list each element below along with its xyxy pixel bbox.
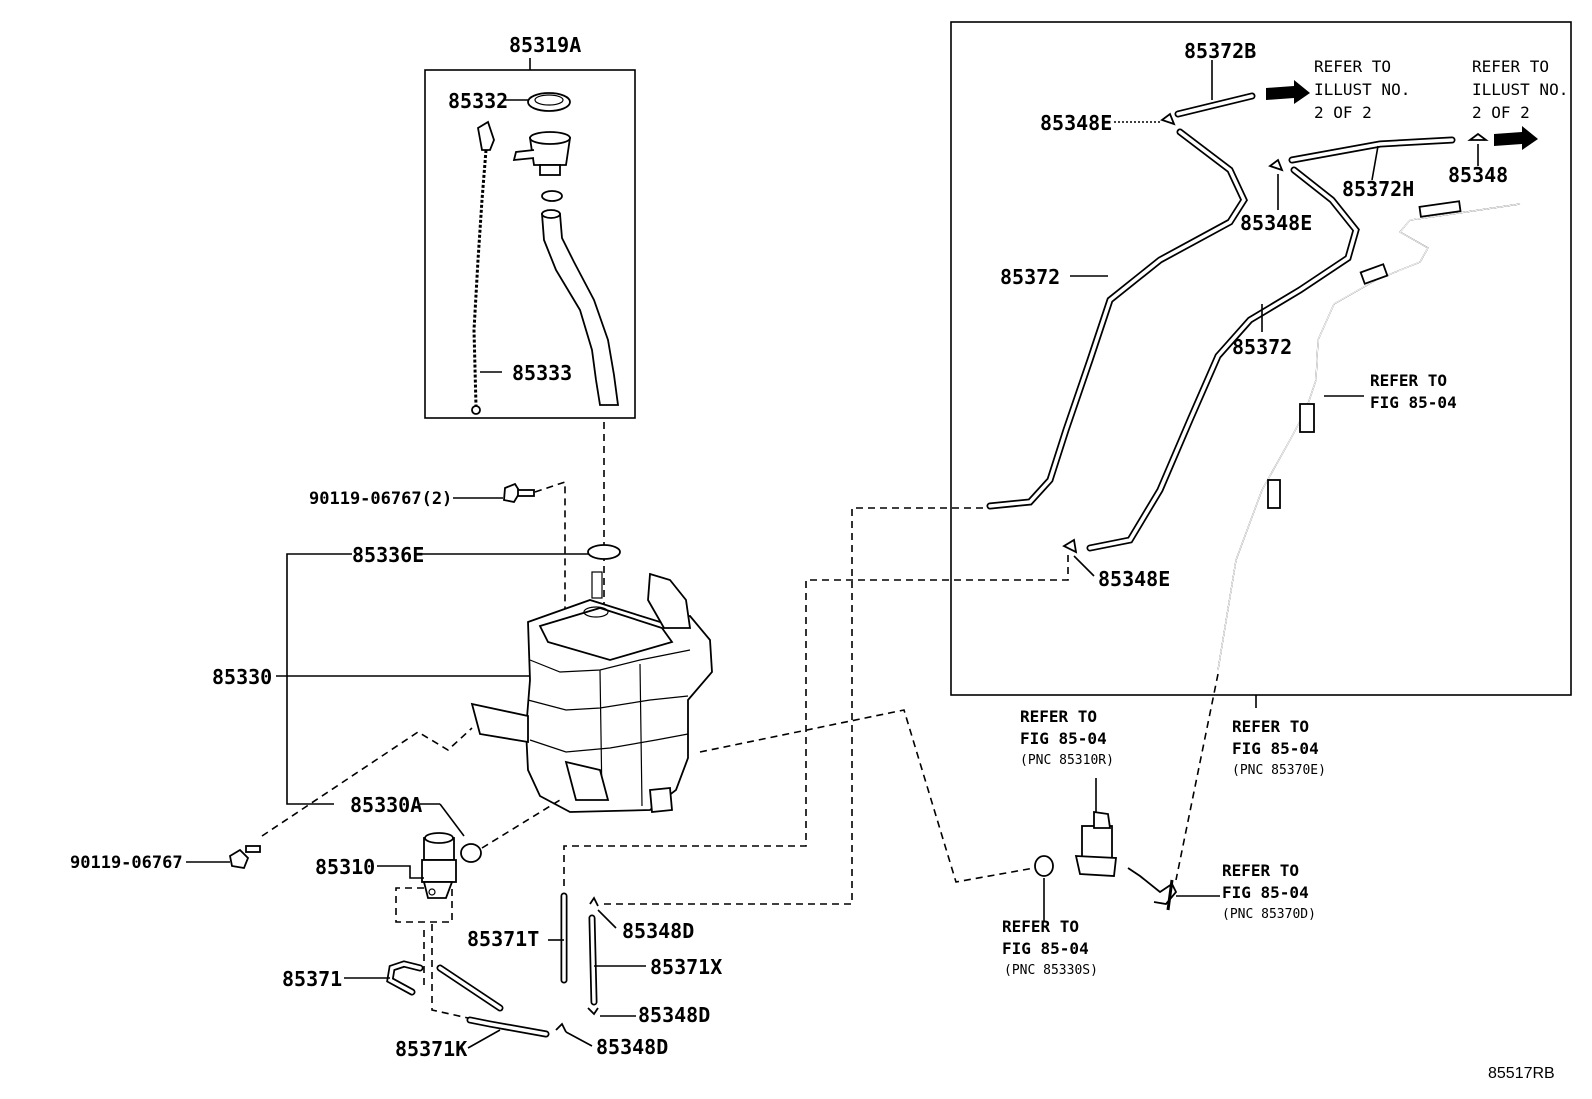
bolt-lower: [228, 845, 261, 870]
label-85348d-3: 85348D: [596, 1035, 668, 1059]
label-85372h: 85372H: [1342, 177, 1414, 201]
bolt-lower-dash: [261, 727, 473, 837]
connector-85348d-2: [587, 1007, 599, 1016]
label-85348e-2: 85348E: [1240, 211, 1312, 235]
refer-fig-330s: REFER TO FIG 85-04 (PNC 85330S): [1002, 917, 1098, 978]
pump-dash-box: [395, 887, 453, 923]
refer-illust-b: REFER TO ILLUST NO. 2 OF 2: [1472, 57, 1568, 122]
svg-text:(PNC 85370E): (PNC 85370E): [1232, 763, 1326, 778]
arrow-illust-b: [1494, 126, 1538, 150]
harness-clip-1: [1359, 263, 1389, 285]
label-85371t: 85371T: [467, 927, 539, 951]
harness-clip-4: [1267, 479, 1281, 509]
harness-clip-2: [1418, 200, 1462, 218]
dash-to-upper-hose: [604, 507, 988, 905]
label-85348d-1: 85348D: [622, 919, 694, 943]
connector-85348e-1: [1160, 112, 1176, 126]
refer-fig-370d: REFER TO FIG 85-04 (PNC 85370D): [1222, 861, 1316, 922]
connector-85348d-3: [555, 1022, 567, 1033]
svg-text:FIG 85-04: FIG 85-04: [1232, 739, 1319, 758]
label-85333: 85333: [512, 361, 572, 385]
harness-clip-3: [1299, 403, 1315, 433]
svg-text:2 OF 2: 2 OF 2: [1472, 103, 1530, 122]
dash-tank-to-front-pump: [699, 709, 1035, 883]
svg-text:FIG 85-04: FIG 85-04: [1020, 729, 1107, 748]
washer-pump-85310: [421, 832, 457, 899]
pump-to-hose-dash: [431, 924, 469, 1019]
label-90119-2: 90119-06767(2): [309, 489, 452, 509]
svg-text:REFER TO: REFER TO: [1370, 371, 1447, 390]
level-gauge-stick: [471, 120, 495, 415]
label-85371x: 85371X: [650, 955, 722, 979]
tank-to-grommet-dash: [481, 799, 561, 849]
leader-85371k: [467, 1029, 501, 1049]
svg-text:REFER TO: REFER TO: [1472, 57, 1549, 76]
svg-text:REFER TO: REFER TO: [1314, 57, 1391, 76]
filler-pipe: [541, 209, 620, 406]
label-85330a: 85330A: [350, 793, 422, 817]
label-85332: 85332: [448, 89, 508, 113]
svg-text:ILLUST NO.: ILLUST NO.: [1314, 80, 1410, 99]
leader-85310: [377, 865, 424, 879]
svg-text:(PNC 85310R): (PNC 85310R): [1020, 753, 1114, 768]
bolt-upper: [503, 482, 535, 504]
washer-tank: [470, 571, 713, 813]
filler-cap: [527, 92, 571, 112]
svg-text:FIG 85-04: FIG 85-04: [1222, 883, 1309, 902]
leader-85372h: [1371, 145, 1379, 181]
connector-85348e-2: [1268, 158, 1284, 172]
arrow-illust-a: [1266, 80, 1310, 104]
bracket-85330: [286, 553, 352, 805]
label-85310: 85310: [315, 855, 375, 879]
front-hose-85370d: [1127, 867, 1178, 911]
refer-fig-310r: REFER TO FIG 85-04 (PNC 85310R): [1020, 707, 1114, 768]
label-85371: 85371: [282, 967, 342, 991]
grommet-85336e: [587, 544, 621, 560]
svg-text:FIG 85-04: FIG 85-04: [1002, 939, 1089, 958]
harness-dash: [1175, 673, 1219, 881]
svg-text:REFER TO: REFER TO: [1002, 917, 1079, 936]
dash-to-lower-hose: [563, 554, 1069, 886]
label-85348d-2: 85348D: [638, 1003, 710, 1027]
front-grommet-85330s: [1034, 855, 1054, 877]
label-85372-left: 85372: [1000, 265, 1060, 289]
label-85371k: 85371K: [395, 1037, 467, 1061]
svg-text:(PNC 85370D): (PNC 85370D): [1222, 907, 1316, 922]
svg-text:2 OF 2: 2 OF 2: [1314, 103, 1372, 122]
leader-85330a-b: [439, 803, 465, 837]
connector-85348d-1: [589, 896, 599, 907]
label-85372b: 85372B: [1184, 39, 1256, 63]
filler-neck-top: [512, 131, 572, 202]
svg-text:REFER TO: REFER TO: [1020, 707, 1097, 726]
svg-text:REFER TO: REFER TO: [1232, 717, 1309, 736]
label-85372-right: 85372: [1232, 335, 1292, 359]
label-85330: 85330: [212, 665, 272, 689]
label-90119: 90119-06767: [70, 853, 183, 873]
label-85348e-3: 85348E: [1098, 567, 1170, 591]
connector-85348e-3: [1062, 538, 1078, 554]
leader-85348d-1: [597, 909, 617, 929]
connector-85348: [1467, 132, 1489, 141]
svg-text:REFER TO: REFER TO: [1222, 861, 1299, 880]
refer-fig-a: REFER TO FIG 85-04: [1370, 371, 1457, 412]
label-85336e: 85336E: [352, 543, 424, 567]
leader-85348e-3: [1073, 555, 1095, 577]
label-85319a: 85319A: [509, 33, 581, 57]
label-85348e-1: 85348E: [1040, 111, 1112, 135]
rear-washer-hose-box: [950, 21, 1572, 696]
refer-illust-a: REFER TO ILLUST NO. 2 OF 2: [1314, 57, 1410, 122]
hose-85372-left: [986, 128, 1248, 510]
svg-text:FIG 85-04: FIG 85-04: [1370, 393, 1457, 412]
label-85348: 85348: [1448, 163, 1508, 187]
leader-85348d-3: [565, 1031, 593, 1047]
refer-fig-370e: REFER TO FIG 85-04 (PNC 85370E): [1232, 717, 1326, 778]
pump-grommet-85330a: [460, 843, 482, 863]
svg-text:(PNC 85330S): (PNC 85330S): [1004, 963, 1098, 978]
bolt-upper-dash: [534, 480, 566, 612]
svg-text:ILLUST NO.: ILLUST NO.: [1472, 80, 1568, 99]
illustration-id: 85517RB: [1488, 1065, 1555, 1082]
front-pump-85310r: [1074, 810, 1118, 877]
